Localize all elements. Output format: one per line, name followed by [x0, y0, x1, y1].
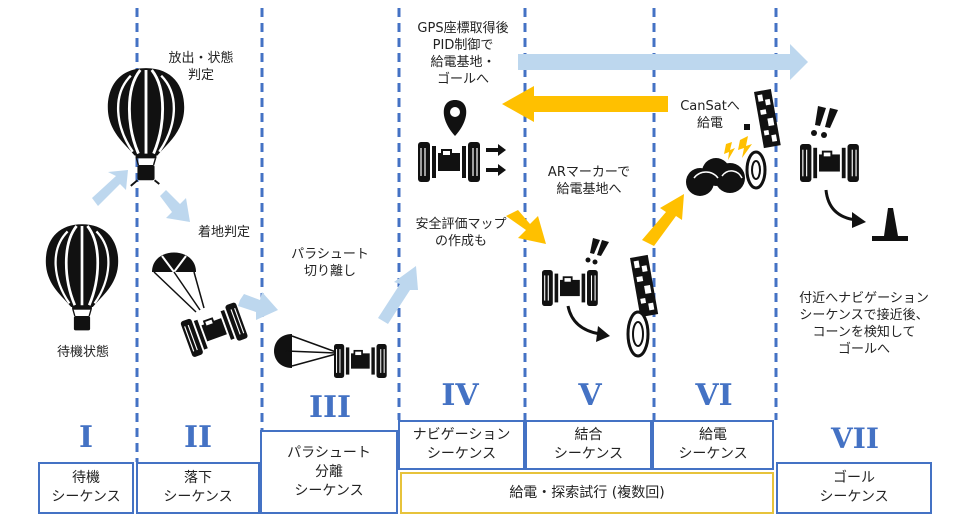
lightning-icon: [724, 136, 752, 160]
rover-icon: [799, 143, 860, 183]
label-standby-state: 待機状態: [56, 345, 109, 360]
parachute-icon: [274, 334, 337, 368]
box-goal-sequence: ゴール シーケンス: [776, 462, 932, 514]
label-gps-pid: GPS座標取得後 PID制御で 給電基地・ ゴールへ: [417, 21, 509, 87]
label-ar-marker-to-base: ARマーカーで 給電基地へ: [547, 165, 631, 197]
numeral-5: V: [578, 378, 602, 413]
box-parachute-separation-label: パラシュート 分離 シーケンス: [287, 444, 371, 499]
gps-pin-icon: [443, 100, 467, 136]
numeral-6: VI: [695, 378, 733, 413]
double-exclamation-icon: [585, 238, 609, 265]
numeral-3: III: [308, 390, 352, 425]
arrow-navigation-to-goal: [518, 44, 808, 80]
rover-icon: [179, 300, 250, 359]
light-flow-arrows: [92, 44, 808, 324]
label-landing-judgement: 着地判定: [197, 225, 250, 240]
motion-arrows-icon: [486, 144, 506, 176]
arrow-release-to-landing: [160, 190, 190, 222]
hot-air-balloon-icon: [44, 222, 120, 332]
box-charging-sequence: 給電 シーケンス: [652, 420, 774, 470]
numeral-7: VII: [831, 422, 879, 455]
cone-icon: [872, 208, 908, 241]
arrow-navigation-to-coupling: [506, 210, 546, 244]
charging-port-icon: [626, 310, 650, 358]
turn-arrow-icon: [566, 305, 601, 336]
numeral-1: I: [78, 420, 94, 455]
rover-icon: [417, 141, 481, 183]
rover-icon: [541, 269, 599, 307]
box-goal-label: ゴール シーケンス: [819, 470, 889, 505]
box-trial-label: 給電・探索試行 (複数回): [509, 484, 665, 501]
box-coupling-label: 結合 シーケンス: [553, 427, 624, 462]
label-goal-navigation: 付近へナビゲーション シーケンスで接近後、 コーンを検知して ゴールへ: [799, 291, 929, 357]
label-parachute-cut: パラシュート 切り離し: [291, 247, 369, 279]
arrow-standby-to-release: [92, 170, 128, 206]
rover-icon: [686, 158, 745, 196]
label-release-judgement: 放出・状態 判定: [168, 51, 234, 83]
rover-icon: [333, 343, 388, 379]
box-charging-label: 給電 シーケンス: [678, 427, 748, 462]
box-navigation-sequence: ナビゲーション シーケンス: [398, 420, 525, 470]
arrow-separation-to-navigation: [378, 266, 418, 324]
numeral-2: II: [183, 420, 213, 455]
box-standby-sequence: 待機 シーケンス: [38, 462, 134, 514]
box-coupling-sequence: 結合 シーケンス: [525, 420, 652, 470]
arrow-coupling-to-charging: [642, 194, 684, 246]
box-fall-label: 落下 シーケンス: [163, 470, 233, 505]
double-exclamation-icon: [811, 106, 838, 138]
parachute-icon: [152, 252, 205, 313]
arrow-landing-to-separation: [238, 292, 278, 320]
gold-flow-arrows: [502, 86, 684, 246]
box-standby-label: 待機 シーケンス: [51, 470, 121, 505]
box-fall-sequence: 落下 シーケンス: [136, 462, 260, 514]
hot-air-balloon-icon: [106, 66, 186, 187]
arrow-charging-to-navigation: [502, 86, 668, 122]
numeral-4: IV: [441, 378, 479, 413]
turn-arrow-icon: [824, 189, 857, 222]
box-trial-repeat: 給電・探索試行 (複数回): [400, 472, 774, 514]
charging-port-icon: [745, 150, 767, 190]
label-power-to-cansat: CanSatへ 給電: [680, 99, 740, 131]
label-safety-map: 安全評価マップ の作成も: [415, 217, 507, 249]
box-parachute-separation-sequence: パラシュート 分離 シーケンス: [260, 430, 398, 514]
box-navigation-label: ナビゲーション シーケンス: [412, 427, 511, 462]
